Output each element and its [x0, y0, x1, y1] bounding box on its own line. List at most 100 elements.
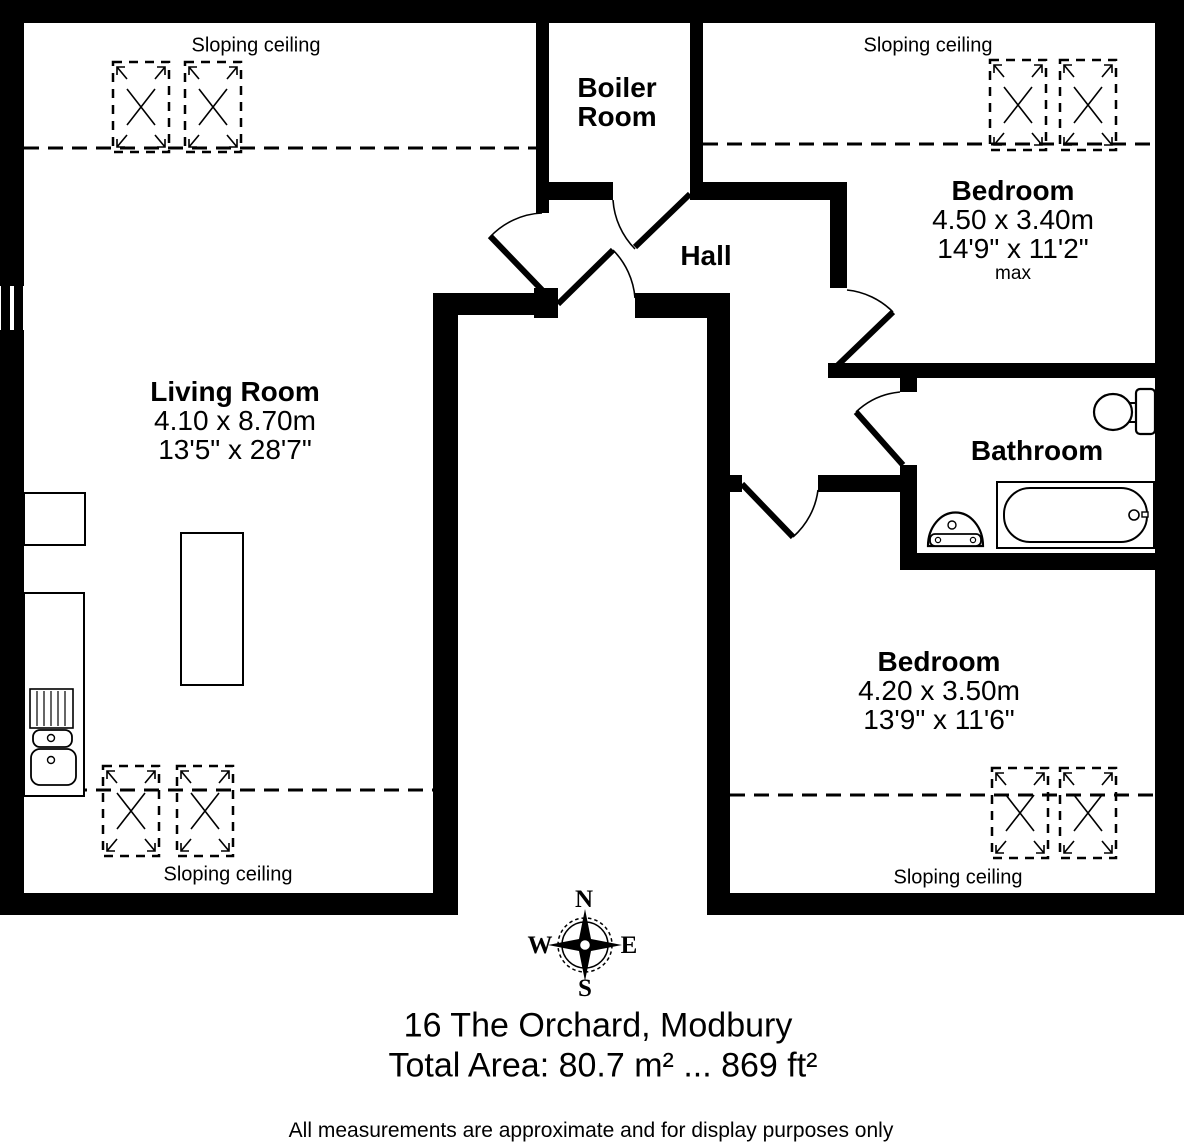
sink-bowl-large	[30, 748, 77, 786]
door-leaf	[632, 191, 693, 250]
bathtub-basin	[1003, 487, 1148, 543]
skylight-icon	[101, 764, 161, 858]
wall-segment	[830, 200, 847, 288]
skylight-icon	[990, 766, 1050, 860]
room-dims-imperial: 13'9" x 11'6"	[863, 704, 1015, 735]
wall-segment	[0, 330, 24, 893]
door-leaf	[853, 410, 906, 467]
door-leaf	[835, 309, 896, 368]
bathroom-fixtures	[926, 387, 1157, 549]
window-pane-line	[14, 286, 23, 330]
door-leaf	[555, 247, 616, 307]
skylight-icon	[111, 60, 171, 154]
room-dims-qualifier: max	[995, 263, 1031, 284]
wall-segment	[690, 182, 847, 200]
doors	[487, 191, 906, 540]
wall-segment	[730, 475, 742, 492]
door-swing-arc	[846, 289, 894, 313]
room-dims-imperial: 14'9" x 11'2"	[937, 233, 1089, 264]
toilet-bowl	[1092, 392, 1134, 432]
sink-foot	[934, 536, 942, 544]
boiler-room-label: Boiler Room	[577, 72, 657, 132]
wall-segment	[536, 23, 549, 213]
bedroom-bottom-label: Bedroom 4.20 x 3.50m 13'9" x 11'6"	[858, 647, 1020, 734]
kitchen-counter	[23, 492, 86, 546]
wall-segment	[534, 288, 558, 318]
disclaimer-line: All measurements are approximate and for…	[288, 1119, 894, 1142]
wall-segment	[900, 378, 917, 392]
kitchen-sink-icon	[29, 688, 77, 786]
compass-west-label: W	[527, 932, 553, 959]
walls	[0, 0, 1184, 915]
room-dims-metric: 4.20 x 3.50m	[858, 675, 1020, 706]
draining-board-lines	[36, 691, 66, 726]
door-swing-arc	[855, 391, 901, 413]
wall-segment	[707, 893, 1184, 915]
wall-segment	[1155, 0, 1184, 915]
skylight-icon	[183, 60, 243, 154]
address-line: 16 The Orchard, Modbury	[403, 1006, 793, 1045]
skylight-icon	[175, 764, 235, 858]
wall-segment	[707, 318, 730, 915]
sloping-ceiling-label-top-right: Sloping ceiling	[863, 34, 993, 57]
living-room-label: Living Room 4.10 x 8.70m 13'5" x 28'7"	[150, 377, 320, 464]
bedroom-top-label: Bedroom 4.50 x 3.40m 14'9" x 11'2" max	[932, 176, 1094, 284]
wall-segment	[0, 23, 24, 286]
window-pane-line	[1, 286, 10, 330]
sink-bowl-small	[32, 729, 73, 748]
door-bedroom-bottom	[739, 481, 819, 540]
door-swing-arc	[489, 212, 543, 238]
wall-segment	[900, 465, 917, 555]
sink-foot	[969, 536, 977, 544]
room-dims-metric: 4.50 x 3.40m	[932, 204, 1094, 235]
door-bathroom	[853, 391, 906, 467]
room-dims-metric: 4.10 x 8.70m	[154, 405, 316, 436]
door-swing-arc	[612, 199, 636, 250]
sink-drain	[46, 733, 56, 743]
skylight-icon	[1058, 766, 1118, 860]
wall-segment	[635, 293, 730, 318]
wall-segment	[900, 553, 1155, 570]
door-leaf	[487, 233, 545, 293]
compass-hub	[578, 938, 592, 952]
compass-south-label: S	[578, 975, 592, 1002]
wall-segment	[433, 293, 458, 915]
door-boiler-room	[612, 191, 693, 250]
window-icon	[1, 286, 23, 330]
wall-segment	[0, 893, 458, 915]
compass-icon	[548, 909, 622, 981]
total-area-line: Total Area: 80.7 m² ... 869 ft²	[388, 1046, 818, 1085]
door-bedroom-top	[835, 289, 896, 368]
wall-segment	[433, 293, 558, 315]
kitchen-units	[23, 492, 244, 797]
wall-segment	[690, 23, 703, 200]
toilet-cistern	[1134, 387, 1157, 436]
wall-segment	[536, 182, 613, 200]
door-swing-arc	[612, 249, 636, 299]
sloping-ceiling-lines	[24, 142, 1155, 797]
room-dims-imperial: 13'5" x 28'7"	[158, 434, 312, 465]
door-leaf	[739, 481, 796, 540]
room-name: Living Room	[150, 376, 320, 407]
wall-segment	[828, 363, 1155, 378]
bathtub-drain	[1128, 509, 1140, 521]
island-counter	[180, 532, 244, 686]
bathroom-label: Bathroom	[970, 435, 1104, 466]
hall-label: Hall	[680, 240, 732, 271]
door-swing-arc	[792, 489, 819, 538]
sloping-ceiling-label-bottom-right: Sloping ceiling	[893, 866, 1023, 889]
bathtub-icon	[996, 481, 1155, 549]
sink-drain	[46, 755, 56, 765]
wall-segment	[818, 475, 900, 492]
sloping-ceiling-label-top-left: Sloping ceiling	[191, 34, 321, 57]
skylight-icon	[988, 58, 1048, 152]
room-name: Bedroom	[877, 646, 1001, 677]
bathroom-sink-icon	[926, 511, 985, 548]
wall-segment	[0, 0, 1184, 23]
sloping-ceiling-label-bottom-left: Sloping ceiling	[163, 863, 293, 886]
sink-front	[929, 533, 982, 547]
compass-east-label: E	[620, 932, 638, 959]
sink-drain	[947, 520, 957, 530]
